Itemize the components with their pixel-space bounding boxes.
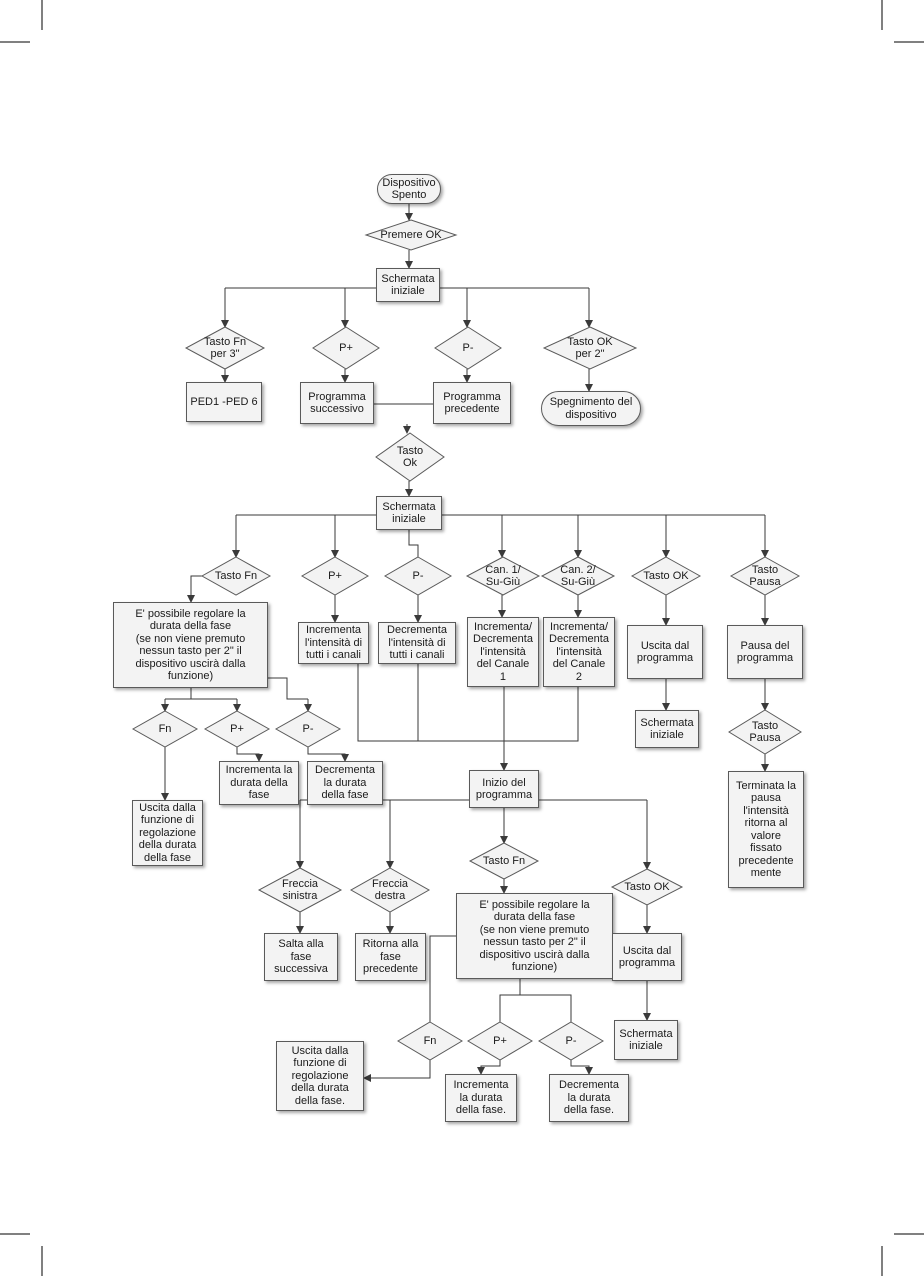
decision-diamond-p-plus-2 (300, 556, 370, 596)
process-inizio-programma: Inizio del programma (469, 770, 539, 808)
connector-arrow (187, 575, 202, 603)
decision-tasto-ok-3: Tasto OK (624, 880, 670, 893)
connector-line (268, 677, 308, 700)
decision-tasto-ok-1: Tasto Ok (396, 444, 424, 470)
process-uscita-programma-2: Uscita dal programma (612, 933, 682, 981)
process-programma-precedente: Programma precedente (433, 382, 511, 424)
process-schermata-iniziale-3: Schermata iniziale (635, 710, 699, 748)
decision-p-plus-2: P+ (328, 569, 342, 582)
decision-diamond-freccia-sinistra (257, 867, 343, 913)
decision-diamond-p-minus-1 (434, 326, 502, 370)
process-ped: PED1 -PED 6 (186, 382, 262, 422)
decision-tasto-ok-2: Tasto OK (643, 569, 689, 582)
decision-p-minus-4: P- (565, 1034, 577, 1047)
decision-diamond-tasto-fn-3s (184, 326, 266, 370)
decision-diamond-freccia-destra (349, 867, 431, 913)
process-decrementa-durata-2: Decrementa la durata della fase. (549, 1074, 629, 1122)
connector-arrow (570, 1060, 593, 1075)
decision-diamond-p-plus-4 (467, 1021, 533, 1061)
decision-p-minus-1: P- (462, 341, 474, 354)
decision-p-minus-3: P- (302, 722, 314, 735)
connector-arrow (363, 1060, 431, 1082)
decision-diamond-tasto-fn-2 (200, 556, 272, 596)
connector-line (429, 935, 456, 1041)
decision-freccia-sinistra: Freccia sinistra (281, 877, 319, 903)
decision-can1: Can. 1/ Su-Giù (485, 563, 521, 589)
connector-line (357, 664, 579, 742)
decision-p-plus-3: P+ (230, 722, 244, 735)
decision-tasto-pausa-2: Tasto Pausa (749, 719, 781, 745)
connector-line (408, 527, 419, 557)
decision-freccia-destra: Freccia destra (371, 877, 409, 903)
decision-tasto-ok-2s: Tasto OK per 2" (567, 335, 613, 361)
decision-tasto-fn-3: Tasto Fn (482, 854, 526, 867)
decision-diamond-p-plus-1 (312, 326, 380, 370)
connectors (161, 204, 769, 1082)
connector-line (499, 979, 521, 1022)
decision-diamond-tasto-ok-3 (610, 868, 684, 906)
decision-tasto-fn-2: Tasto Fn (214, 569, 258, 582)
process-pausa-programma: Pausa del programma (727, 625, 803, 679)
decision-tasto-pausa-1: Tasto Pausa (749, 563, 781, 589)
process-inc-dec-canale1: Incrementa/ Decrementa l'intensità del C… (467, 617, 539, 687)
decision-diamond-tasto-ok-2 (630, 556, 702, 596)
process-uscita-programma-1: Uscita dal programma (627, 625, 703, 679)
decision-diamond-fn-2 (397, 1021, 463, 1061)
decision-p-plus-1: P+ (339, 341, 353, 354)
process-schermata-iniziale-4: Schermata iniziale (614, 1020, 678, 1060)
process-incrementa-durata-2: Incrementa la durata della fase. (445, 1074, 517, 1122)
connector-arrow (307, 747, 349, 762)
process-incrementa-tutti: Incrementa l'intensità di tutti i canali (298, 622, 369, 664)
process-uscita-funzione-2: Uscita dalla funzione di regolazione del… (276, 1041, 364, 1111)
process-incrementa-durata-1: Incrementa la durata della fase (219, 761, 299, 805)
process-schermata-iniziale-1: Schermata iniziale (376, 268, 440, 302)
decision-diamond-tasto-fn-3 (468, 842, 540, 880)
decision-diamond-can1 (465, 556, 541, 596)
process-ritorna-fase: Ritorna alla fase precedente (355, 933, 426, 981)
process-terminata-pausa: Terminata la pausa l'intensità ritorna a… (728, 771, 804, 888)
decision-diamond-p-minus-2 (383, 556, 453, 596)
decision-diamond-fn-1 (131, 710, 199, 748)
diamond-shapes (131, 219, 802, 1061)
decision-premere-ok: Premere OK (380, 228, 442, 241)
process-spegnimento: Spegnimento del dispositivo (541, 391, 641, 426)
decision-diamond-tasto-ok-2s (542, 326, 638, 370)
process-inc-dec-canale2: Incrementa/ Decrementa l'intensità del C… (543, 617, 615, 687)
decision-diamond-p-plus-3 (203, 710, 271, 748)
process-regola-durata-2: E' possibile regolare la durata della fa… (456, 893, 613, 979)
decision-diamond-tasto-pausa-2 (728, 709, 802, 755)
decision-diamond-can2 (540, 556, 616, 596)
process-decrementa-durata-1: Decrementa la durata della fase (307, 761, 383, 805)
decision-can2: Can. 2/ Su-Giù (560, 563, 596, 589)
decision-diamond-tasto-pausa-1 (729, 556, 801, 596)
process-schermata-iniziale-2: Schermata iniziale (376, 496, 442, 530)
connector-arrow (477, 1060, 501, 1075)
decision-diamond-p-minus-3 (274, 710, 342, 748)
decision-diamond-p-minus-4 (538, 1021, 604, 1061)
decision-fn-2: Fn (423, 1034, 437, 1047)
decision-fn-1: Fn (158, 722, 172, 735)
decision-diamond-premere-ok (364, 219, 458, 251)
decision-diamond-tasto-ok-1 (375, 432, 445, 482)
process-regola-durata-1: E' possibile regolare la durata della fa… (113, 602, 268, 688)
process-salta-fase: Salta alla fase successiva (264, 933, 338, 981)
process-dispositivo-spento: Dispositivo Spento (377, 174, 441, 204)
process-uscita-funzione-1: Uscita dalla funzione di regolazione del… (132, 800, 203, 866)
connector-line (520, 994, 572, 1022)
decision-p-minus-2: P- (412, 569, 424, 582)
connector-arrow (236, 747, 263, 762)
decision-p-plus-4: P+ (493, 1034, 507, 1047)
decision-tasto-fn-3s: Tasto Fn per 3" (203, 335, 247, 361)
process-programma-successivo: Programma successivo (300, 382, 374, 424)
process-decrementa-tutti: Decrementa l'intensità di tutti i canali (378, 622, 456, 664)
